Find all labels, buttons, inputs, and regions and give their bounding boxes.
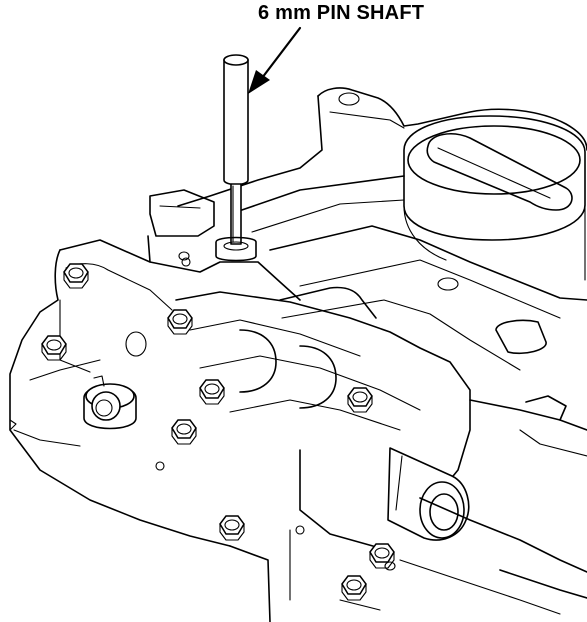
callout-arrow [248, 26, 302, 94]
bolt [369, 543, 395, 569]
bolt-group [41, 251, 395, 601]
bolt [347, 387, 373, 413]
bolt [178, 251, 190, 261]
bolt [63, 263, 89, 289]
pin-shaft [215, 54, 257, 262]
bolt [171, 419, 197, 445]
pin-shaft-callout-label: 6 mm PIN SHAFT [258, 2, 425, 24]
bolt [341, 575, 367, 601]
oil-pump-housing [9, 239, 587, 622]
bolt [219, 515, 245, 541]
bolt [199, 379, 225, 405]
bolt [167, 309, 193, 335]
bolt [41, 335, 67, 361]
upper-housing [147, 87, 587, 371]
